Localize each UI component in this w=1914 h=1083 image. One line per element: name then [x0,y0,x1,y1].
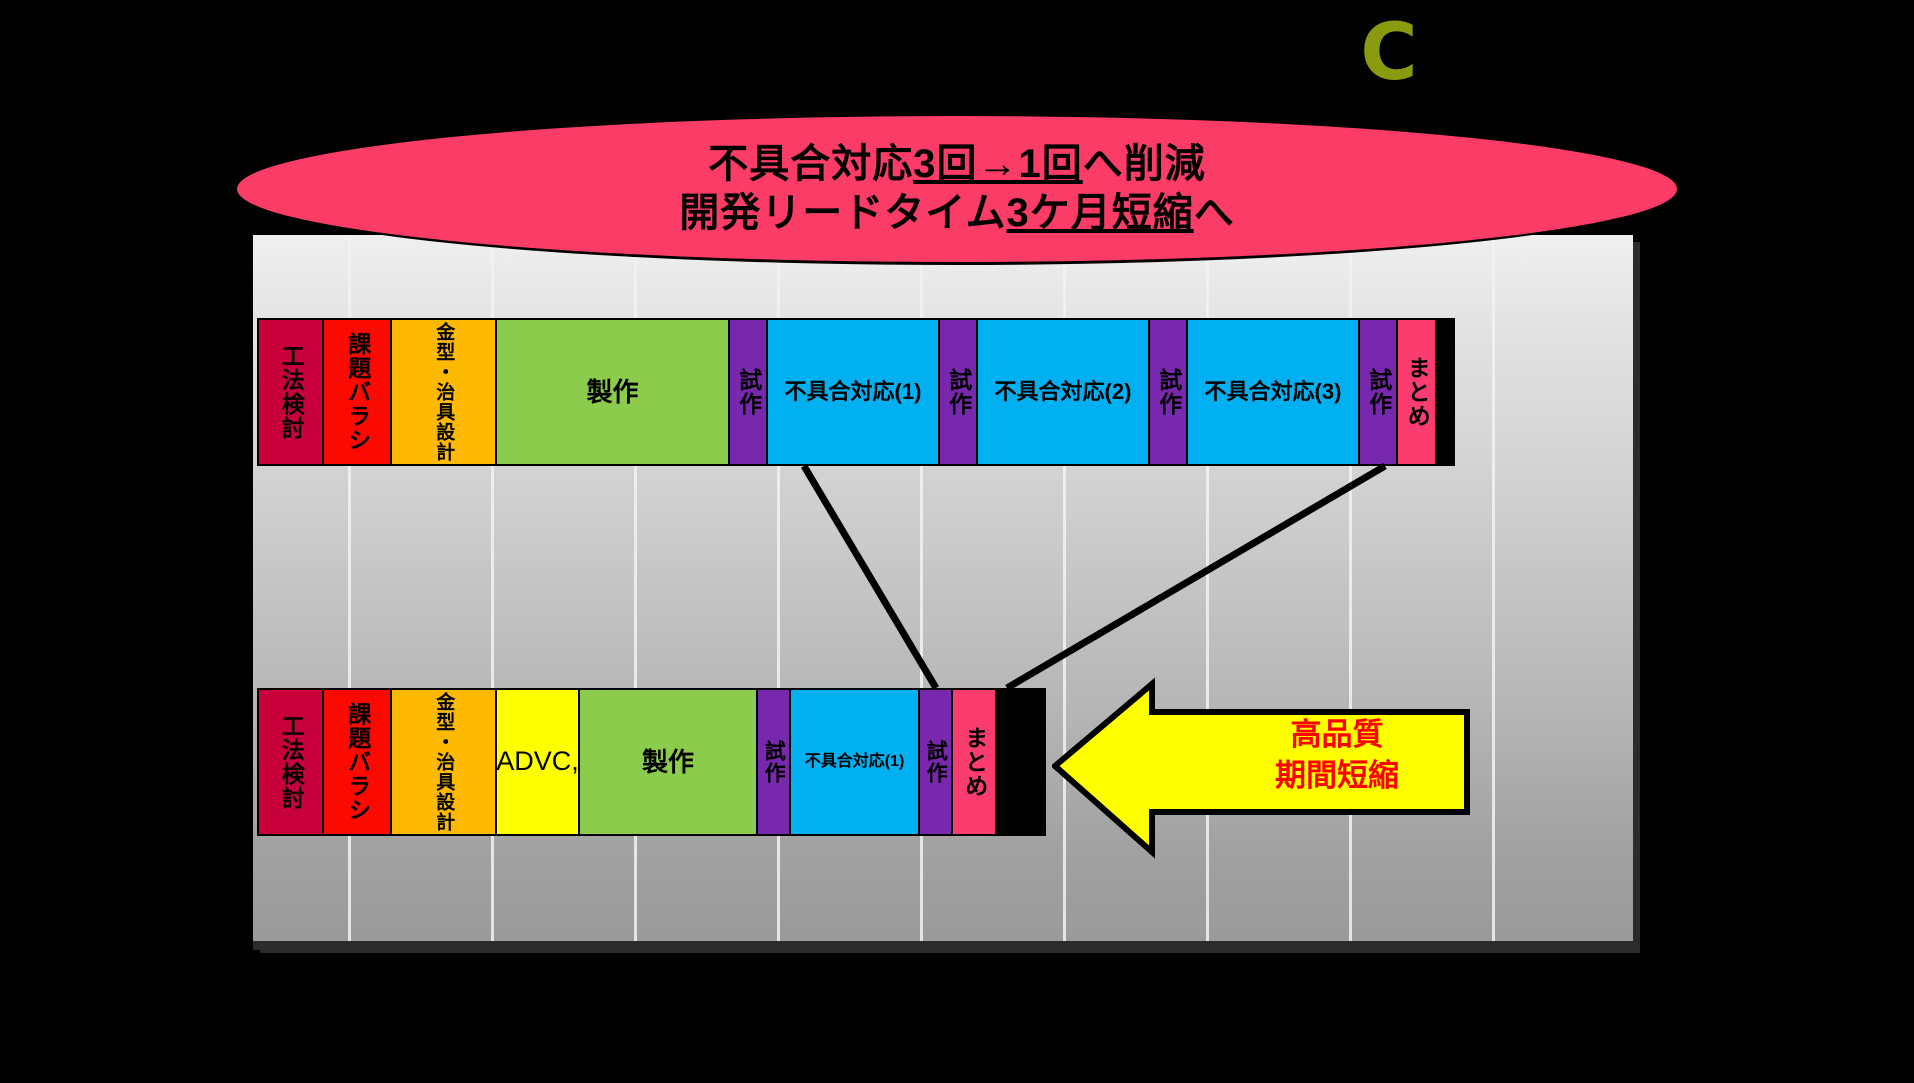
gantt-segment-label: まとめ [961,726,988,798]
gantt-segment-label: 課題バラシ [344,332,371,452]
gantt-segment-label: 試作 [762,740,786,784]
gantt-segment[interactable]: 工法検討 [259,690,324,834]
gantt-segment[interactable]: 工法検討 [259,320,324,464]
gantt-segment-label: 不具合対応(1) [804,752,905,770]
gantt-segment[interactable]: 不具合対応(2) [978,320,1150,464]
gantt-segment-label: 試作 [1365,368,1392,416]
gantt-segment[interactable]: 製作 [580,690,758,834]
gantt-segment[interactable]: まとめ [953,690,995,834]
gridline [777,235,780,946]
gantt-segment-label: 製作 [586,376,639,407]
arrow-shape-icon [1050,677,1470,859]
gantt-segment[interactable]: まとめ [1398,320,1435,464]
gantt-segment[interactable]: 不具合対応(1) [791,690,920,834]
headline-line-2-prefix: 開発リードタイム [679,191,1007,235]
gantt-segment-label: 不具合対応(3) [1204,378,1342,404]
gantt-segment[interactable]: 製作 [497,320,730,464]
headline-line-2-emphasis: 3ケ月短縮 [1006,191,1194,235]
gridline [348,235,351,946]
gantt-segment-label: 工法検討 [278,344,305,440]
gantt-segment[interactable]: 課題バラシ [324,690,392,834]
headline-line-1-suffix: へ削減 [1082,142,1206,187]
gantt-segment[interactable]: 試作 [758,690,791,834]
gantt-segment[interactable]: 課題バラシ [324,320,392,464]
gantt-segment-label: 金型・治具設計 [433,692,455,832]
gantt-segment-label: 不具合対応(1) [784,378,922,404]
gantt-segment-label: 不具合対応(2) [994,378,1132,404]
gantt-segment-label: 金型・治具設計 [433,322,455,462]
gantt-segment-label: 工法検討 [278,714,305,810]
gantt-segment-label: 課題バラシ [344,702,371,822]
arrow-callout-line-1: 高品質 [1290,717,1384,752]
gantt-segment-label: 試作 [735,368,762,416]
gantt-segment-label: 試作 [924,740,948,784]
gantt-row-current-process: 工法検討課題バラシ金型・治具設計製作試作不具合対応(1)試作不具合対応(2)試作… [257,318,1455,466]
gantt-segment-label: 試作 [1155,368,1182,416]
gantt-segment[interactable]: 試作 [1360,320,1398,464]
headline-line-1-prefix: 不具合対応 [708,142,914,187]
gantt-segment-label: ADVC, [497,746,579,777]
gantt-segment[interactable]: 試作 [940,320,978,464]
gantt-segment[interactable]: 試作 [1150,320,1188,464]
gantt-segment[interactable]: 試作 [730,320,768,464]
headline-line-2: 開発リードタイム3ケ月短縮へ [679,189,1234,238]
gantt-segment-label: 試作 [945,368,972,416]
benefit-arrow-callout: 高品質 期間短縮 [1050,656,1470,868]
gantt-segment[interactable]: 試作 [920,690,953,834]
gantt-segment[interactable]: 不具合対応(1) [768,320,940,464]
gridline [634,235,637,946]
gridline [1492,235,1495,946]
headline-line-1-emphasis: 3回→1回 [913,142,1083,187]
arrow-callout-text: 高品質 期間短縮 [1212,714,1462,796]
brand-c-logo: C [1360,8,1417,98]
gridline [491,235,494,946]
headline-line-1: 不具合対応3回→1回へ削減 [708,140,1206,189]
headline-line-2-suffix: へ [1193,191,1235,235]
arrow-callout-line-2: 期間短縮 [1275,758,1399,794]
headline-callout: 不具合対応3回→1回へ削減 開発リードタイム3ケ月短縮へ [234,113,1680,265]
gantt-segment[interactable]: ADVC, [497,690,580,834]
plot-area-baseline [253,941,1640,950]
gantt-segment-label: まとめ [1404,356,1431,428]
gantt-segment[interactable]: 金型・治具設計 [392,690,497,834]
gantt-segment[interactable]: 金型・治具設計 [392,320,497,464]
gantt-segment[interactable]: 不具合対応(3) [1188,320,1360,464]
gantt-segment-label: 製作 [641,746,694,777]
